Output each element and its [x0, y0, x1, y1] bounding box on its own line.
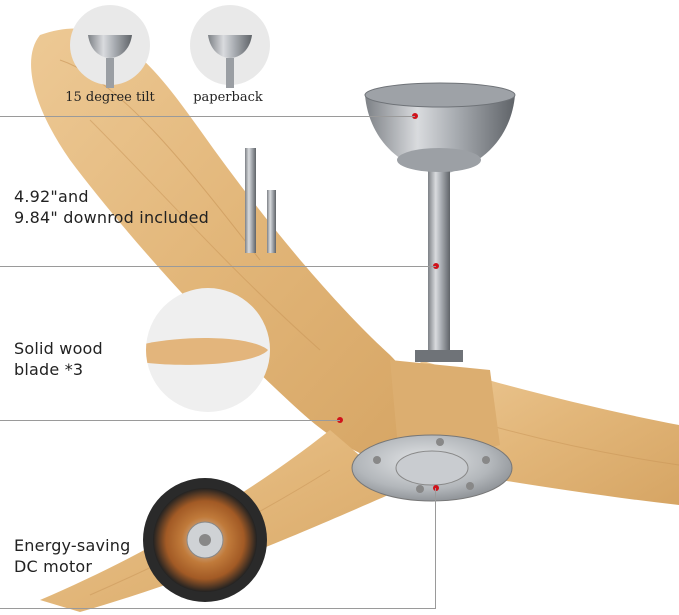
paperback-thumbnail	[190, 5, 270, 88]
downrod-label-line1: 4.92"and	[14, 187, 89, 206]
marker-dots	[337, 113, 439, 491]
callout-line-blade	[0, 420, 340, 421]
callout-line-motor-vertical	[435, 488, 436, 608]
tilt-label: 15 degree tilt	[65, 90, 155, 105]
canopy-and-downrod	[364, 82, 516, 362]
callout-line-downrod	[0, 266, 436, 267]
downrod-pieces	[245, 148, 276, 253]
motor-thumbnail	[143, 478, 267, 602]
blade-label-line1: Solid wood	[14, 339, 103, 358]
downrod-label-line2: 9.84" downrod included	[14, 208, 210, 227]
blade-cross-section	[146, 288, 270, 412]
callout-line-canopy	[0, 116, 415, 117]
callout-line-motor	[0, 608, 436, 609]
motor-label-line2: DC motor	[14, 557, 93, 576]
tilt-thumbnail	[70, 5, 150, 88]
paperback-label: paperback	[193, 90, 263, 105]
downrod-label: 4.92"and 9.84" downrod included	[14, 186, 209, 228]
blade-label: Solid wood blade *3	[14, 338, 103, 380]
blade-label-line2: blade *3	[14, 360, 84, 379]
fan-hub	[351, 360, 513, 502]
motor-label: Energy-saving DC motor	[14, 535, 130, 577]
motor-label-line1: Energy-saving	[14, 536, 131, 555]
